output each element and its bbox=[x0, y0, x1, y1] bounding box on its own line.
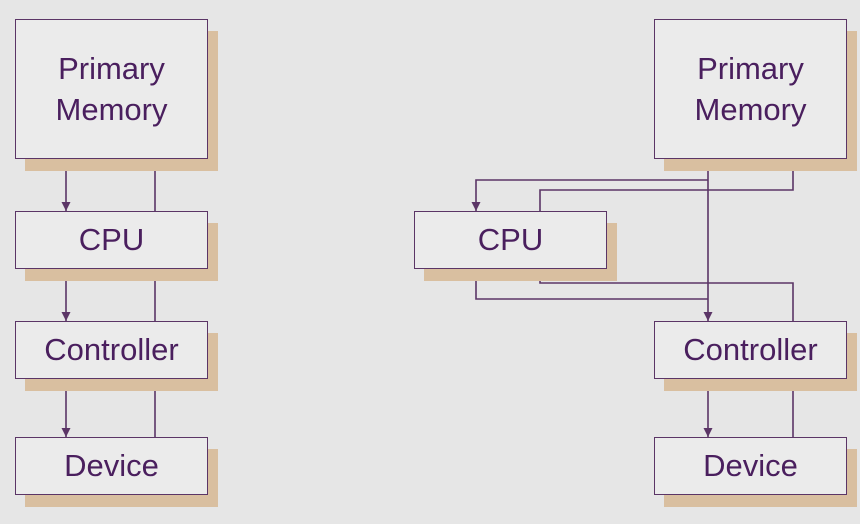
right-cpu-label: CPU bbox=[477, 222, 544, 257]
right-cpu-box: CPU bbox=[414, 211, 607, 269]
right-controller-box: Controller bbox=[654, 321, 847, 379]
right-device-box: Device bbox=[654, 437, 847, 495]
left-controller-label: Controller bbox=[44, 332, 179, 367]
left-primary-memory-box: Primary Memory bbox=[15, 19, 208, 159]
left-primary-memory-label: Primary Memory bbox=[55, 51, 168, 127]
right-controller-label: Controller bbox=[683, 332, 818, 367]
right-device-label: Device bbox=[703, 448, 798, 483]
right-controller-to-cpu-arrow bbox=[535, 268, 794, 321]
right-primary-memory-label: Primary Memory bbox=[694, 51, 807, 127]
right-cpu-to-memory-arrow bbox=[539, 158, 798, 211]
left-cpu-box: CPU bbox=[15, 211, 208, 269]
right-cpu-to-controller-arrow bbox=[475, 268, 708, 300]
left-device-label: Device bbox=[64, 448, 159, 483]
left-controller-box: Controller bbox=[15, 321, 208, 379]
left-device-box: Device bbox=[15, 437, 208, 495]
right-primary-memory-box: Primary Memory bbox=[654, 19, 847, 159]
right-memory-to-cpu-arrow bbox=[471, 179, 708, 211]
left-cpu-label: CPU bbox=[78, 222, 145, 257]
